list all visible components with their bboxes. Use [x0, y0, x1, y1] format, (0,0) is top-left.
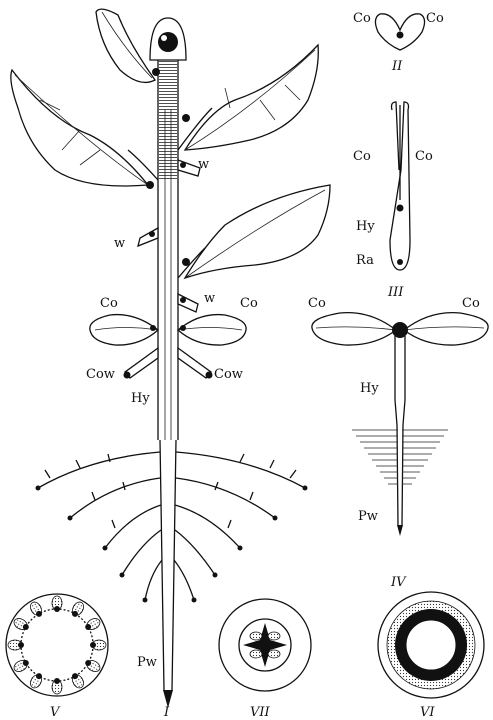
apical-bud — [158, 32, 178, 52]
cotyledon-right — [178, 315, 246, 345]
label-cow-left: Cow — [86, 367, 115, 382]
xylem-dot — [85, 624, 91, 630]
panel-label-i: I — [163, 705, 170, 720]
label-hy-iii: Hy — [356, 219, 375, 234]
label-hy-iv: Hy — [360, 381, 379, 396]
panel-label-iii: III — [387, 285, 404, 300]
cotyledon-left — [90, 315, 158, 345]
label-w-2: w — [114, 236, 125, 251]
xylem-dot — [90, 642, 96, 648]
label-co-iv-left: Co — [308, 296, 326, 311]
panel-ii-embryo: Co Co II — [353, 11, 444, 74]
panel-label-iv: IV — [390, 575, 407, 590]
panel-iv-seedling: Co Co Hy Pw IV — [308, 296, 488, 590]
xylem-dot — [23, 660, 29, 666]
root-hairs — [352, 430, 448, 484]
label-pw-iv: Pw — [358, 509, 378, 524]
label-cow-right: Cow — [214, 367, 243, 382]
panel-label-vi: VI — [420, 705, 435, 720]
xylem-dot — [54, 678, 60, 684]
label-co-ii-left: Co — [353, 11, 371, 26]
label-co-ii-right: Co — [426, 11, 444, 26]
lateral-roots — [38, 452, 305, 600]
seedling-plumule — [392, 322, 408, 338]
panel-v-section: V — [6, 594, 108, 720]
xylem-dot — [36, 673, 42, 679]
xylem-dot — [85, 660, 91, 666]
bud-w-3 — [178, 294, 198, 312]
leaf-upper-left — [11, 70, 148, 186]
bud-w-1 — [178, 160, 200, 176]
label-w-3: w — [204, 291, 215, 306]
xylem-dot — [23, 624, 29, 630]
xylem-dot — [72, 611, 78, 617]
label-co-iv-right: Co — [462, 296, 480, 311]
xylem-dot — [18, 642, 24, 648]
panel-iii-embryo: Co Co Hy Ra III — [353, 102, 433, 300]
label-co-iii-left: Co — [353, 149, 371, 164]
label-co-iii-right: Co — [415, 149, 433, 164]
panel-vii-section: VII — [219, 599, 311, 720]
bud-w-2 — [138, 228, 158, 246]
label-ra-iii: Ra — [356, 253, 374, 268]
label-w-1: w — [198, 157, 209, 172]
panel-label-vii: VII — [250, 705, 271, 720]
xylem-dot — [72, 673, 78, 679]
panel-vi-section: VI — [378, 592, 484, 720]
panel-label-v: V — [50, 705, 61, 720]
label-co-left: Co — [100, 296, 118, 311]
stem-hatching — [159, 60, 177, 180]
leaf-upper-right — [185, 45, 318, 150]
root-tips — [36, 486, 308, 603]
xylem-dot — [54, 606, 60, 612]
panel-label-ii: II — [391, 59, 403, 74]
label-co-right: Co — [240, 296, 258, 311]
primary-root — [160, 440, 176, 690]
label-hy-1: Hy — [131, 391, 150, 406]
label-pw-1: Pw — [137, 655, 157, 670]
xylem-dot — [36, 611, 42, 617]
